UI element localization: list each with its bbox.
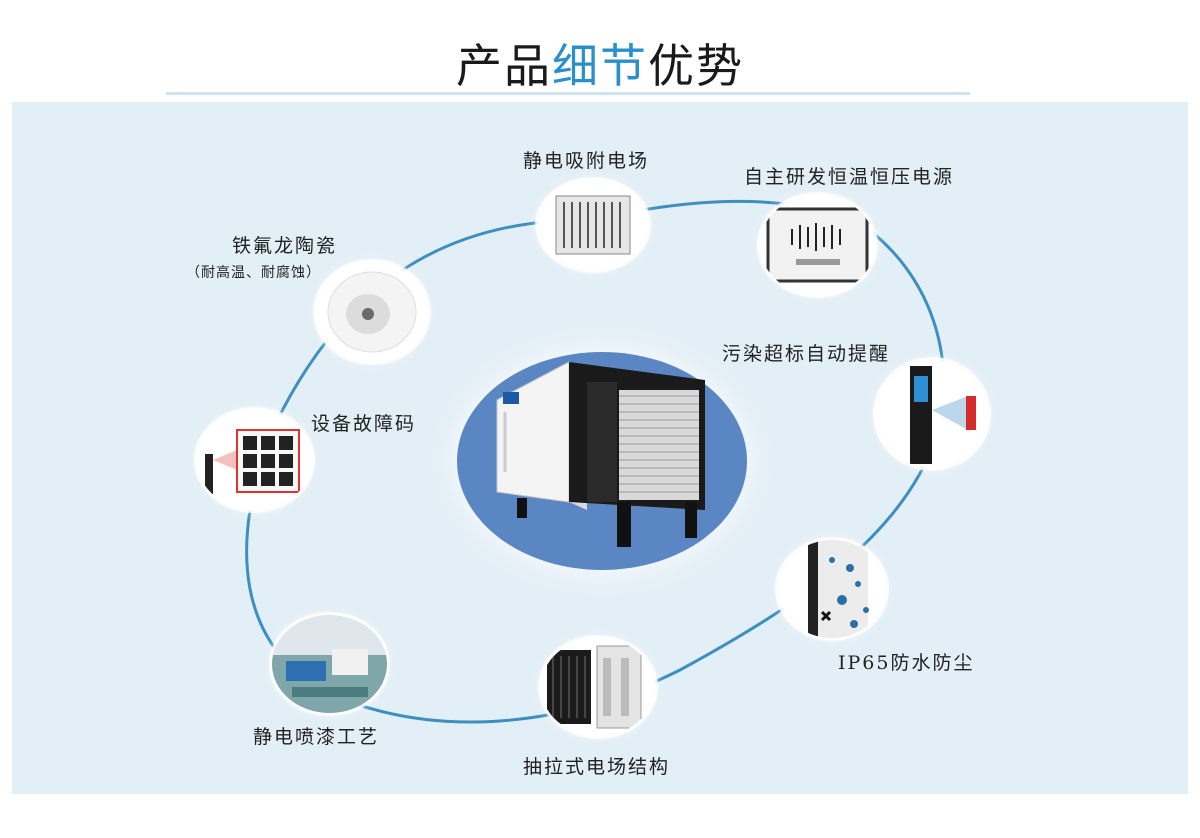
node-fault-code xyxy=(197,410,312,510)
label-power-supply: 自主研发恒温恒压电源 xyxy=(744,166,955,188)
workshop-scene-icon xyxy=(272,615,387,713)
node-electrostatic-field xyxy=(538,180,648,270)
node-spray-coating xyxy=(272,615,387,713)
node-waterproof xyxy=(778,540,886,638)
label-ptfe-note: （耐高温、耐腐蚀） xyxy=(186,265,321,281)
electric-field-icon xyxy=(555,195,631,255)
node-drawer-structure xyxy=(541,638,655,736)
node-ptfe-ceramic xyxy=(316,262,428,362)
label-ptfe-ceramic: 铁氟龙陶瓷 xyxy=(232,235,338,257)
label-waterproof: IP65防水防尘 xyxy=(838,652,975,674)
fault-code-display-icon xyxy=(205,429,300,494)
node-pollution-alarm xyxy=(876,360,988,468)
label-fault-code: 设备故障码 xyxy=(311,413,417,435)
title-underline xyxy=(166,92,970,95)
ceramic-insulator-icon xyxy=(327,271,417,353)
purifier-illustration xyxy=(496,361,705,547)
center-product xyxy=(457,352,747,570)
power-supply-icon xyxy=(766,207,869,283)
drawer-field-icon xyxy=(547,645,642,729)
label-pollution-alarm: 污染超标自动提醒 xyxy=(722,343,891,365)
waterproof-splash-icon xyxy=(808,540,869,638)
label-spray-coating: 静电喷漆工艺 xyxy=(253,726,380,748)
node-power-supply xyxy=(760,195,875,295)
title-part-1: 产品 xyxy=(456,39,552,93)
page-title: 产品细节优势 xyxy=(0,36,1200,96)
label-electrostatic-field: 静电吸附电场 xyxy=(523,150,650,172)
alarm-display-icon xyxy=(910,366,976,464)
label-drawer-structure: 抽拉式电场结构 xyxy=(523,756,671,778)
title-accent: 细节 xyxy=(552,39,648,93)
title-part-2: 优势 xyxy=(648,39,744,93)
